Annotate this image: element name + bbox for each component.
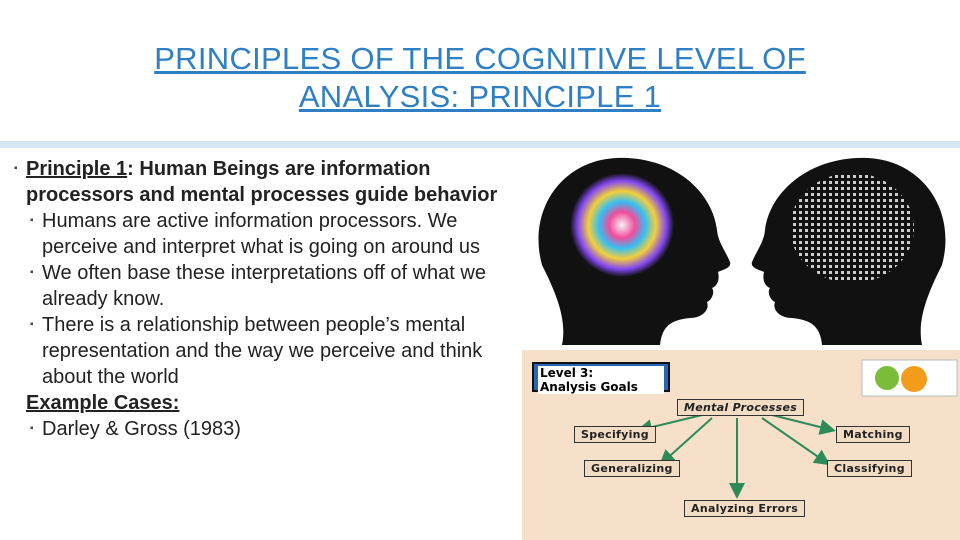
arrow-matching (771, 414, 836, 435)
green-apple (875, 366, 899, 390)
color-burst (570, 173, 674, 277)
sub-bullet-3: There is a relationship between people’s… (14, 312, 519, 390)
arrow-generalizing (659, 417, 713, 466)
principle-bullet: Principle 1: Human Beings are informatio… (14, 156, 519, 208)
slide-title: PRINCIPLES OF THE COGNITIVE LEVEL OF ANA… (0, 40, 960, 116)
heads-svg (538, 157, 946, 345)
example-item-1: Darley & Gross (1983) (14, 416, 519, 442)
goal-classifying: Classifying (827, 460, 912, 477)
arrow-classifying (761, 417, 831, 466)
goal-analyzing-errors: Analyzing Errors (684, 500, 806, 517)
level-line-2: Analysis Goals (538, 380, 664, 394)
top-band (0, 0, 960, 12)
title-divider (0, 141, 960, 148)
example-heading: Example Cases: (26, 392, 180, 414)
level-line-1: Level 3: (538, 366, 664, 380)
goals-arrows (636, 359, 958, 499)
analysis-goals-diagram: Level 3: Analysis Goals Mental Processes… (522, 350, 960, 540)
sub-bullet-2: We often base these interpretations off … (14, 260, 519, 312)
binary-globe (790, 173, 914, 283)
title-line-2: ANALYSIS: PRINCIPLE 1 (298, 79, 662, 114)
level-box: Level 3: Analysis Goals (532, 362, 670, 394)
principle-text: : Human Beings are information processor… (26, 158, 498, 206)
slide-body: Principle 1: Human Beings are informatio… (14, 156, 519, 442)
heads-illustration (522, 150, 960, 345)
goal-mental-processes: Mental Processes (677, 399, 805, 416)
goal-generalizing: Generalizing (584, 460, 680, 477)
title-line-1: PRINCIPLES OF THE COGNITIVE LEVEL OF (154, 41, 806, 76)
orange (901, 366, 927, 392)
goal-specifying: Specifying (574, 426, 656, 443)
principle-label: Principle 1 (26, 158, 128, 180)
goal-matching: Matching (836, 426, 910, 443)
sub-bullet-1: Humans are active information processors… (14, 208, 519, 260)
